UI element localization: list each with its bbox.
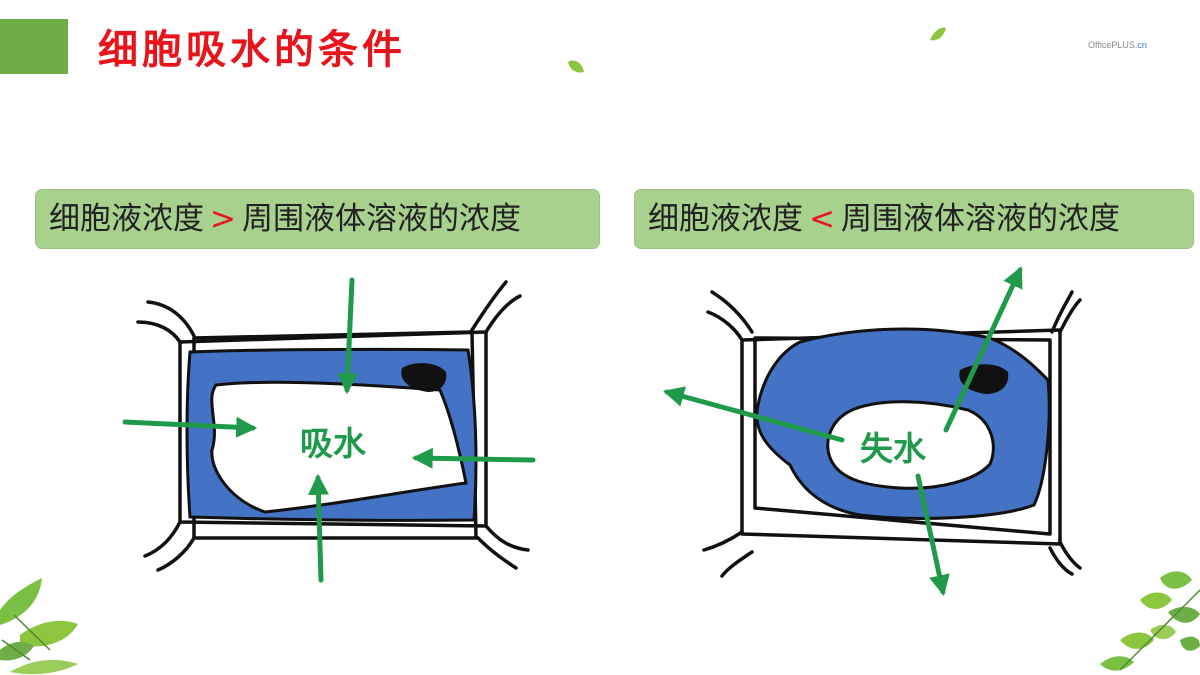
cell-label-lose: 失水 (860, 429, 927, 468)
arrow-down-out (915, 473, 950, 597)
leaf-decoration-bottom-left (0, 578, 78, 675)
leaf-decoration-top (568, 27, 946, 73)
vacuole (826, 400, 995, 490)
condition-box-lose: 细胞液浓度<周围液体溶液的浓度 (634, 189, 1194, 249)
water-arrows-in (122, 277, 536, 583)
title-accent-bar (0, 19, 68, 74)
leaf-decoration-bottom-right (1100, 571, 1200, 671)
arrow-up-out (943, 266, 1023, 433)
arrow-left-out (662, 386, 845, 443)
water-arrows-out (662, 266, 1023, 597)
condition-right-text: 周围液体溶液的浓度 (840, 201, 1120, 237)
nucleus (401, 363, 447, 392)
arrow-top-in (337, 277, 359, 395)
condition-box-absorb: 细胞液浓度>周围液体溶液的浓度 (35, 189, 600, 249)
condition-operator-less: < (809, 201, 835, 237)
brand-suffix: .cn (1134, 40, 1147, 50)
page-title: 细胞吸水的条件 (98, 27, 406, 73)
brand-logo: OfficePLUS.cn (1088, 40, 1147, 50)
arrow-bottom-in (307, 473, 329, 583)
condition-right-text: 周围液体溶液的浓度 (241, 201, 521, 237)
arrow-left-in (122, 416, 258, 438)
arrow-right-in (411, 447, 536, 469)
cell-label-absorb: 吸水 (300, 424, 367, 463)
condition-left-text: 细胞液浓度 (49, 201, 204, 237)
condition-left-text: 细胞液浓度 (648, 201, 803, 237)
brand-prefix: OfficePLUS (1088, 40, 1135, 50)
cell-losing: 失水 (662, 266, 1082, 597)
condition-operator-greater: > (210, 201, 236, 237)
cell-absorbing: 吸水 (122, 277, 536, 583)
